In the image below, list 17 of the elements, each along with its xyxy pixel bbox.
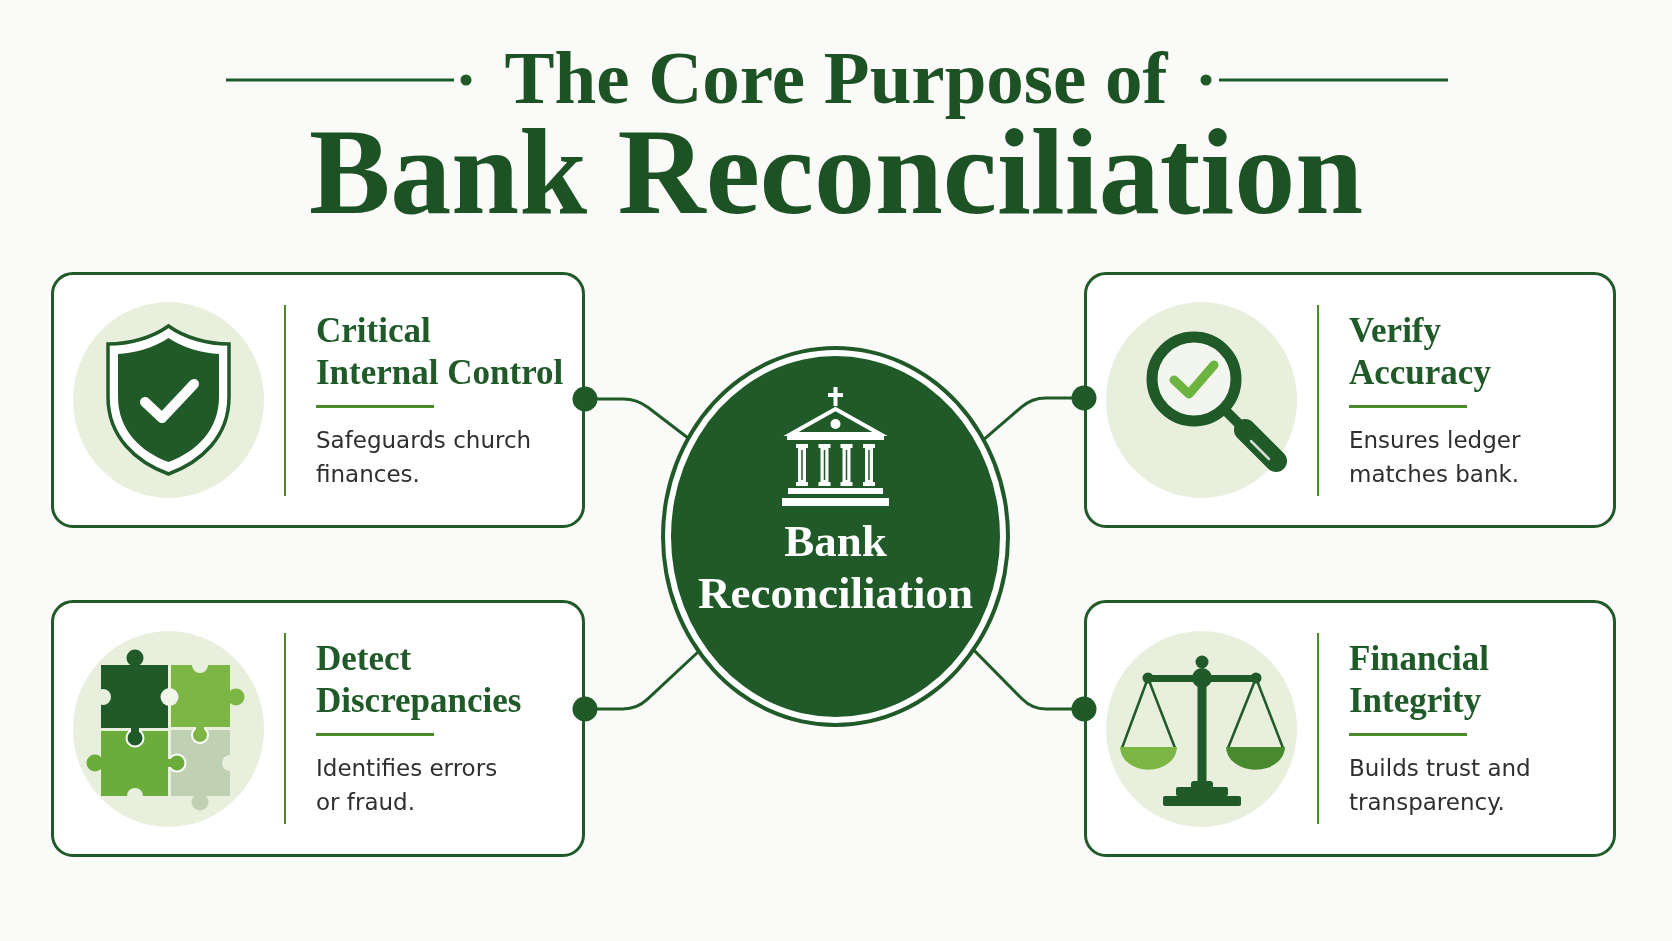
connector <box>572 386 689 439</box>
connector <box>973 649 1097 722</box>
card-description: Safeguards church finances. <box>316 425 532 489</box>
card-description: Identifies errors or fraud. <box>316 754 498 817</box>
card-heading: Critical Internal Control <box>316 309 564 394</box>
connector <box>572 651 699 722</box>
info-card <box>51 600 585 857</box>
info-card <box>1084 600 1616 857</box>
info-card <box>51 272 585 528</box>
center-label: Bank Reconciliation <box>697 515 974 619</box>
card-heading: Financial Integrity <box>1349 638 1490 722</box>
connector <box>983 385 1097 440</box>
info-card <box>1084 272 1616 528</box>
card-heading: Detect Discrepancies <box>316 638 522 722</box>
card-description: Ensures ledger matches bank. <box>1349 425 1521 489</box>
card-heading: Verify Accuracy <box>1349 309 1491 394</box>
card-description: Builds trust and transparency. <box>1349 754 1531 817</box>
